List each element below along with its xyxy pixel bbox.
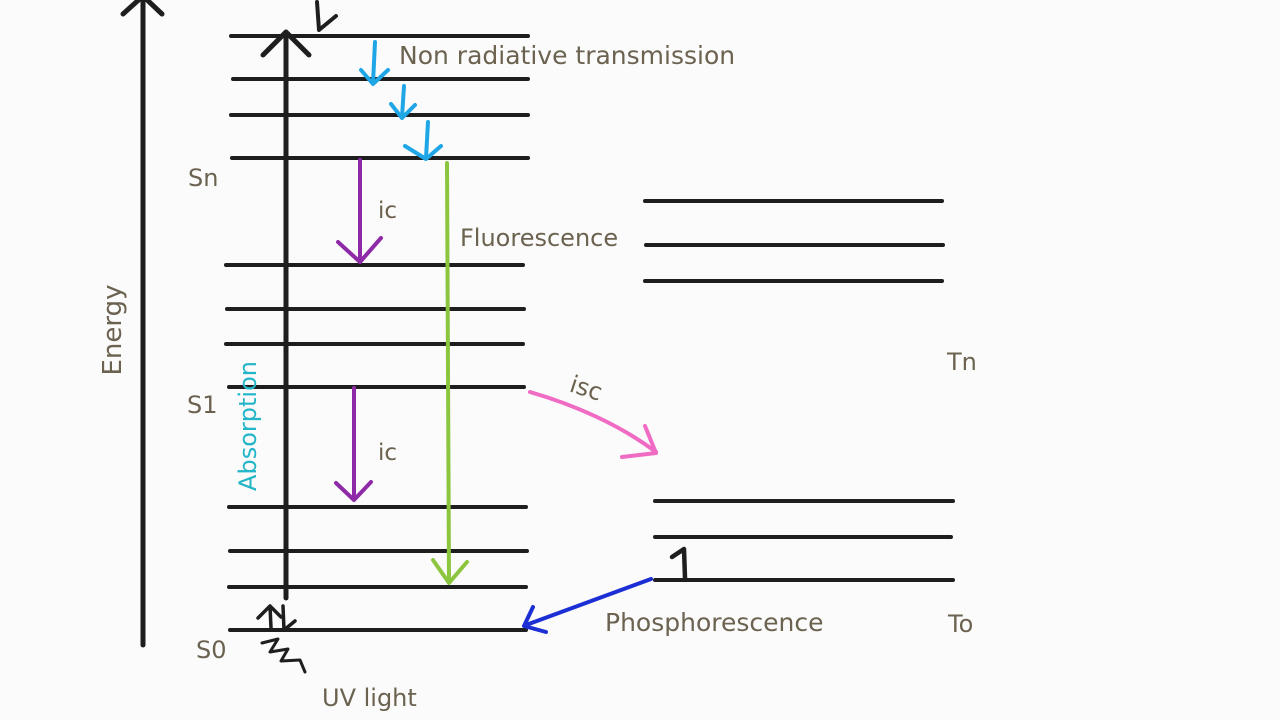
phosphorescence-arrow	[522, 577, 653, 634]
absorption-label: Absorption	[234, 361, 262, 491]
uv-light-squiggle	[260, 637, 307, 674]
state-label-s1: S1	[187, 391, 218, 419]
uv-light-label: UV light	[322, 684, 417, 712]
non-radiative-label: Non radiative transmission	[399, 41, 735, 70]
fluorescence-arrow	[431, 161, 469, 585]
ic-lower-label: ic	[378, 440, 397, 466]
energy-axis	[120, 0, 165, 648]
non-radiative-arrows	[359, 40, 443, 161]
state-label-tn: Tn	[946, 348, 977, 376]
state-label-t0: To	[947, 610, 973, 638]
ground-state-excitation-marks	[256, 604, 297, 632]
ic-upper-label: ic	[378, 198, 397, 224]
triplet-levels	[643, 199, 955, 582]
state-label-s0: S0	[196, 636, 227, 664]
absorption-arrow	[260, 0, 338, 601]
internal-conversion-upper-arrow	[336, 158, 383, 264]
energy-label: Energy	[98, 284, 128, 375]
state-label-sn: Sn	[188, 164, 218, 192]
fluorescence-label: Fluorescence	[460, 224, 618, 252]
isc-label: isc	[566, 370, 605, 407]
internal-conversion-lower-arrow	[334, 386, 373, 502]
phosphorescence-label: Phosphorescence	[605, 608, 823, 637]
isc-arrow	[528, 390, 658, 459]
singlet-levels	[224, 34, 530, 632]
triplet-spin-mark	[669, 546, 688, 581]
